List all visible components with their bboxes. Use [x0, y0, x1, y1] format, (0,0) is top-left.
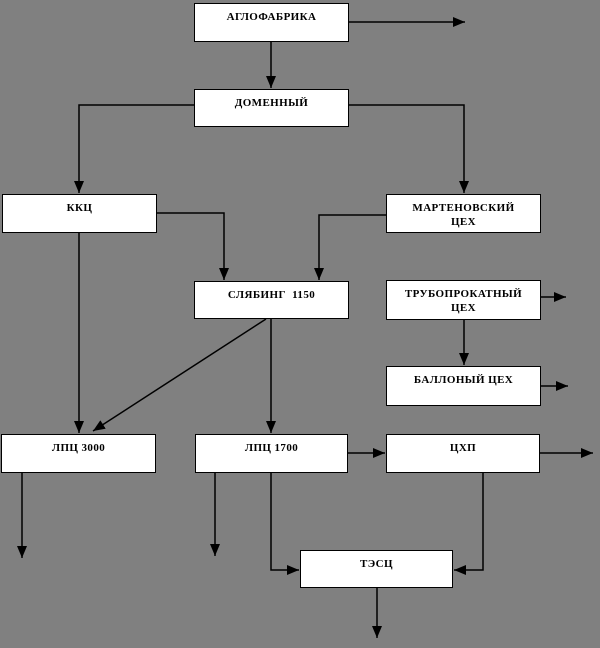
edge-kkc-to-slyabing-1150	[157, 212, 229, 280]
edge-domenny-to-martenovsky	[349, 104, 469, 193]
edge-domenny-to-kkc	[74, 104, 194, 193]
node-lpc-1700: ЛПЦ 1700	[195, 434, 348, 473]
node-slyabing-1150: СЛЯБИНГ 1150	[194, 281, 349, 319]
node-ballonny: БАЛЛОНЫЙ ЦЕХ	[386, 366, 541, 406]
edge-lpc-1700-to-tesc	[270, 473, 299, 575]
node-kkc: ККЦ	[2, 194, 157, 233]
node-chp: ЦХП	[386, 434, 540, 473]
edge-martenovsky-to-slyabing-1150	[314, 214, 386, 280]
node-domenny: ДОМЕННЫЙ	[194, 89, 349, 127]
node-martenovsky: МАРТЕНОВСКИЙ ЦЕХ	[386, 194, 541, 233]
edge-chp-to-tesc	[454, 473, 484, 575]
node-truboprokatny: ТРУБОПРОКАТНЫЙ ЦЕХ	[386, 280, 541, 320]
node-aglofabrika: АГЛОФАБРИКА	[194, 3, 349, 42]
node-tesc: ТЭСЦ	[300, 550, 453, 588]
edge-slyabing-1150-to-lpc-3000	[92, 318, 267, 432]
node-lpc-3000: ЛПЦ 3000	[1, 434, 156, 473]
